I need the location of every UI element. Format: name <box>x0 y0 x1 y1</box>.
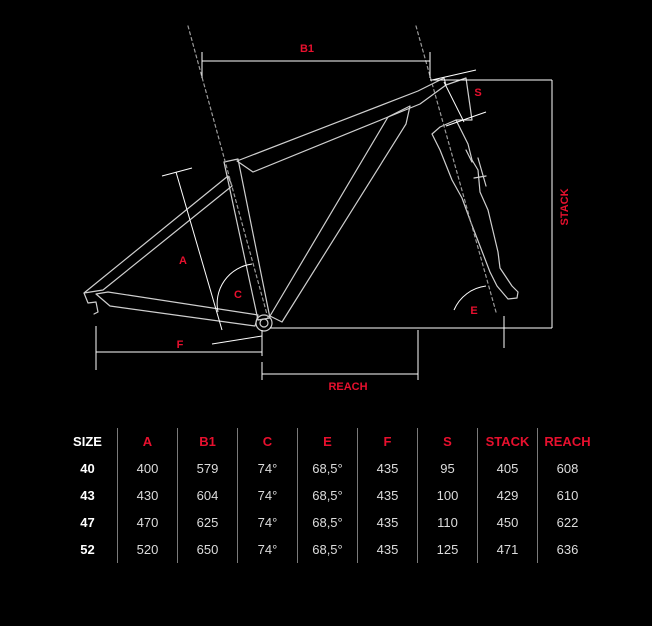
table-cell: 95 <box>417 455 478 482</box>
column-header-s: S <box>417 428 478 455</box>
column-header-reach: REACH <box>537 428 597 455</box>
size-cell: 43 <box>80 488 95 503</box>
table-cell: 430 <box>117 482 178 509</box>
label-a: A <box>179 255 187 267</box>
label-c: C <box>234 289 242 301</box>
dimension-lines <box>95 52 553 380</box>
table-cell: 636 <box>537 536 597 563</box>
column-header-b1: B1 <box>177 428 238 455</box>
table-row: 52 520 650 74° 68,5° 435 125 471 636 <box>58 536 597 563</box>
table-header-row: SIZE A B1 C E F S STACK REACH <box>58 428 597 455</box>
column-header-stack: STACK <box>477 428 538 455</box>
table-cell: 579 <box>177 455 238 482</box>
geometry-table: SIZE A B1 C E F S STACK REACH 40 400 579… <box>58 428 597 563</box>
table-cell: 520 <box>117 536 178 563</box>
column-header-e: E <box>297 428 358 455</box>
table-cell: 74° <box>237 509 298 536</box>
size-cell: 47 <box>80 515 95 530</box>
frame-geometry-diagram: B1 S STACK A C E F REACH <box>83 25 571 393</box>
table-cell: 625 <box>177 509 238 536</box>
table-cell: 74° <box>237 536 298 563</box>
label-f: F <box>177 339 184 351</box>
column-header-f: F <box>357 428 418 455</box>
table-cell: 604 <box>177 482 238 509</box>
table-cell: 435 <box>357 509 418 536</box>
label-e: E <box>470 305 477 317</box>
table-cell: 68,5° <box>297 482 358 509</box>
table-cell: 622 <box>537 509 597 536</box>
table-row: 43 430 604 74° 68,5° 435 100 429 610 <box>58 482 597 509</box>
table-cell: 100 <box>417 482 478 509</box>
table-cell: 405 <box>477 455 538 482</box>
size-cell: 40 <box>80 461 95 476</box>
label-b1: B1 <box>300 43 314 55</box>
table-cell: 74° <box>237 482 298 509</box>
label-reach: REACH <box>328 381 367 393</box>
table-row: 47 470 625 74° 68,5° 435 110 450 622 <box>58 509 597 536</box>
column-header-size: SIZE <box>73 434 102 449</box>
table-cell: 400 <box>117 455 178 482</box>
table-cell: 68,5° <box>297 536 358 563</box>
table-cell: 608 <box>537 455 597 482</box>
table-cell: 68,5° <box>297 509 358 536</box>
bike-frame <box>83 25 519 332</box>
table-cell: 435 <box>357 455 418 482</box>
label-stack: STACK <box>559 188 571 225</box>
table-cell: 650 <box>177 536 238 563</box>
table-cell: 68,5° <box>297 455 358 482</box>
table-cell: 471 <box>477 536 538 563</box>
column-header-c: C <box>237 428 298 455</box>
table-cell: 429 <box>477 482 538 509</box>
table-cell: 450 <box>477 509 538 536</box>
table-cell: 435 <box>357 482 418 509</box>
column-header-a: A <box>117 428 178 455</box>
size-cell: 52 <box>80 542 95 557</box>
table-cell: 74° <box>237 455 298 482</box>
table-row: 40 400 579 74° 68,5° 435 95 405 608 <box>58 455 597 482</box>
table-cell: 110 <box>417 509 478 536</box>
table-cell: 125 <box>417 536 478 563</box>
label-s: S <box>474 87 481 99</box>
table-cell: 610 <box>537 482 597 509</box>
table-cell: 470 <box>117 509 178 536</box>
table-cell: 435 <box>357 536 418 563</box>
